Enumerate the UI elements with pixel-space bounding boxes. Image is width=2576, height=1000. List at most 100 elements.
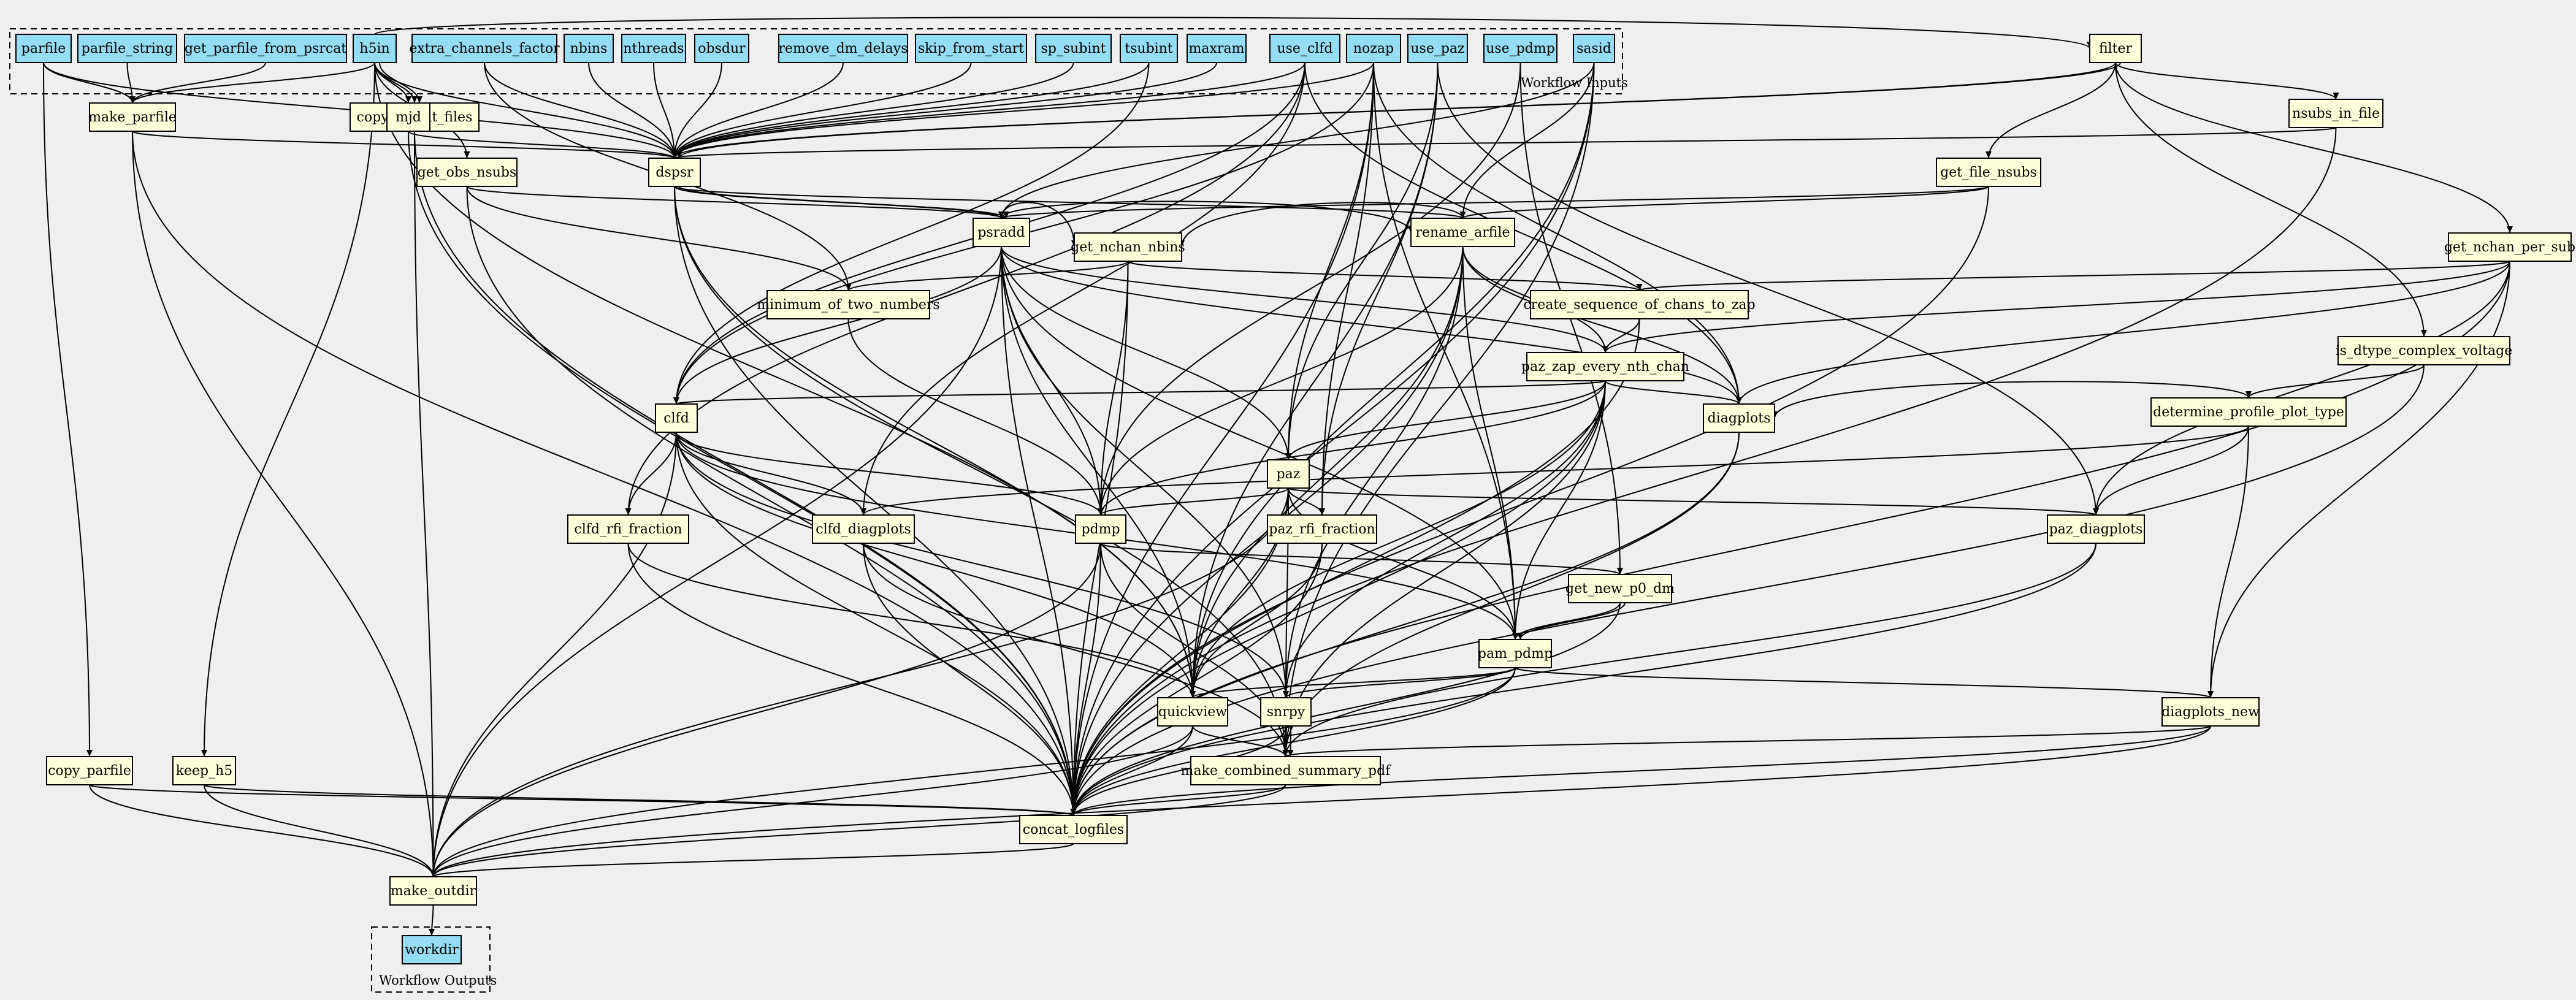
node-label-get-file-nsubs: get_file_nsubs bbox=[1940, 165, 2037, 180]
node-concat-logfiles: concat_logfiles bbox=[1019, 815, 1128, 844]
edge-obsdur-to-dspsr bbox=[671, 62, 722, 159]
node-obsdur: obsdur bbox=[694, 34, 749, 63]
edge-h5in-to-mjd bbox=[374, 62, 411, 104]
edge-use-clfd-to-clfd-rfi-fraction bbox=[625, 62, 1305, 516]
edge-use-clfd-to-clfd-diagplots bbox=[860, 62, 1305, 516]
edge-nthreads-to-dspsr bbox=[653, 62, 678, 159]
edge-filter-to-nsubs-in-file bbox=[2115, 62, 2339, 100]
edge-get-nchan-per-sub-to-paz-diagplots bbox=[2093, 261, 2510, 516]
edge-h5in-to-make-parfile bbox=[129, 62, 375, 104]
node-label-nthreads: nthreads bbox=[623, 41, 684, 56]
edge-make-parfile-to-dspsr bbox=[132, 131, 678, 159]
node-get-parfile-from-psrcat: get_parfile_from_psrcat bbox=[184, 34, 347, 63]
node-box-obsdur bbox=[694, 34, 749, 63]
node-box-get-obs-nsubs bbox=[416, 158, 518, 187]
edge-rename-arfile-to-pdmp bbox=[1098, 246, 1464, 516]
edge-paz-zap-every-nth-chan-to-diagplots bbox=[1605, 380, 1742, 405]
node-box-paz-diagplots bbox=[2047, 514, 2145, 544]
node-get-nchan-per-sub: get_nchan_per_sub bbox=[2444, 232, 2575, 262]
edge-determine-profile-plot-type-to-diagplots-new bbox=[2207, 426, 2249, 698]
edge-paz-to-concat-logfiles bbox=[1070, 487, 1289, 816]
edge-psradd-to-concat-logfiles bbox=[1001, 246, 1077, 816]
edge-clfd-to-pdmp bbox=[676, 432, 1104, 516]
node-psradd: psradd bbox=[973, 218, 1030, 247]
edge-h5in-to-keep-h5 bbox=[201, 62, 375, 757]
node-box-get-new-p0-dm bbox=[1568, 574, 1672, 603]
edge-sasid-to-rename-arfile bbox=[1459, 62, 1595, 219]
node-label-mjd: mjd bbox=[396, 110, 421, 125]
node-nthreads: nthreads bbox=[621, 34, 686, 63]
edge-snrpy-to-concat-logfiles bbox=[1070, 725, 1286, 816]
node-label-sasid: sasid bbox=[1577, 41, 1611, 56]
edge-nozap-to-dspsr bbox=[671, 62, 1374, 159]
edge-nbins-to-dspsr bbox=[588, 62, 678, 159]
edge-psradd-to-diagplots bbox=[1001, 246, 1742, 405]
edge-dspsr-to-rename-arfile bbox=[674, 186, 1466, 219]
edge-get-nchan-nbins-to-pdmp bbox=[1098, 261, 1129, 516]
node-sp-subint: sp_subint bbox=[1035, 34, 1112, 63]
node-extra-channels-factor: extra_channels_factor bbox=[409, 34, 560, 63]
edge-keep-h5-to-concat-logfiles bbox=[204, 784, 1076, 816]
node-box-is-dtype-complex-voltage bbox=[2337, 336, 2510, 365]
edge-pam-pdmp-to-make-outdir bbox=[430, 667, 1516, 877]
node-label-parfile-string: parfile_string bbox=[82, 41, 173, 56]
edge-diagplots-new-to-make-combined-summary-pdf bbox=[1283, 725, 2211, 757]
node-label-diagplots-new: diagplots_new bbox=[2161, 704, 2260, 720]
node-box-h5in bbox=[353, 34, 397, 63]
cluster-workflow-outputs-label: Workflow Outputs bbox=[379, 973, 497, 988]
edge-use-paz-to-quickview bbox=[1190, 62, 1439, 698]
edge-use-paz-to-paz-diagplots bbox=[1437, 62, 2099, 516]
node-box-get-nchan-per-sub bbox=[2448, 232, 2572, 262]
clusters-layer: Workflow Inputs Workflow Outputs bbox=[9, 28, 1628, 993]
node-label-snrpy: snrpy bbox=[1267, 704, 1305, 720]
node-label-use-pdmp: use_pdmp bbox=[1486, 41, 1555, 56]
edge-dspsr-to-concat-logfiles bbox=[674, 186, 1077, 816]
edge-get-file-nsubs-to-psradd bbox=[998, 186, 1989, 219]
edge-pam-pdmp-to-diagplots-new bbox=[1515, 667, 2214, 698]
edge-is-dtype-complex-voltage-to-concat-logfiles bbox=[1070, 364, 2425, 816]
node-label-minimum-of-two-numbers: minimum_of_two_numbers bbox=[757, 297, 939, 313]
edge-diagplots-to-make-combined-summary-pdf bbox=[1282, 432, 1740, 757]
node-box-nsubs-in-file bbox=[2288, 99, 2383, 128]
edge-filter-to-get-nchan-per-sub bbox=[2115, 62, 2513, 234]
edge-get-parfile-from-psrcat-to-make-parfile bbox=[129, 62, 266, 104]
edge-keep-h5-to-make-outdir bbox=[204, 784, 437, 877]
node-box-make-outdir bbox=[389, 876, 477, 906]
edge-paz-zap-every-nth-chan-to-quickview bbox=[1190, 380, 1606, 698]
node-label-nozap: nozap bbox=[1353, 41, 1394, 56]
edge-parfile-to-make-parfile bbox=[43, 62, 136, 104]
edge-psradd-to-make-outdir bbox=[430, 246, 1002, 877]
edge-mjd-to-concat-logfiles bbox=[408, 131, 1077, 816]
node-label-maxram: maxram bbox=[1189, 41, 1245, 56]
node-box-nthreads bbox=[621, 34, 686, 63]
edge-pam-pdmp-to-concat-logfiles bbox=[1070, 667, 1516, 816]
node-dspsr: dspsr bbox=[648, 158, 701, 187]
node-label-make-parfile: make_parfile bbox=[88, 110, 177, 125]
edge-get-nchan-per-sub-to-diagplots bbox=[1736, 261, 2510, 405]
edge-clfd-to-clfd-diagplots bbox=[676, 432, 866, 516]
cluster-workflow-inputs-label: Workflow Inputs bbox=[1521, 75, 1628, 90]
node-label-h5in: h5in bbox=[359, 41, 389, 56]
node-label-make-outdir: make_outdir bbox=[391, 884, 476, 899]
node-label-paz: paz bbox=[1277, 467, 1301, 482]
edge-paz-diagplots-to-concat-logfiles bbox=[1070, 543, 2096, 816]
node-box-diagplots bbox=[1703, 403, 1775, 433]
edge-sasid-to-psradd bbox=[998, 62, 1595, 219]
edge-paz-to-paz-rfi-fraction bbox=[1288, 487, 1325, 516]
cluster-workflow-inputs-frame bbox=[9, 28, 1623, 94]
node-box-sp-subint bbox=[1035, 34, 1112, 63]
edge-determine-profile-plot-type-to-diagplots bbox=[1771, 381, 2249, 419]
edge-paz-to-paz-diagplots bbox=[1288, 487, 2099, 516]
edge-sasid-to-quickview bbox=[1190, 62, 1595, 698]
node-get-file-nsubs: get_file_nsubs bbox=[1936, 158, 2041, 187]
edge-is-dtype-complex-voltage-to-determine-profile-plot-type bbox=[2245, 364, 2425, 399]
edge-get-nchan-per-sub-to-paz-zap-every-nth-chan bbox=[1602, 261, 2510, 353]
node-box-make-parfile bbox=[89, 102, 176, 132]
edge-diagplots-new-to-concat-logfiles bbox=[1070, 725, 2211, 816]
node-use-clfd: use_clfd bbox=[1269, 34, 1340, 63]
edge-dspsr-to-psradd bbox=[679, 186, 1009, 219]
node-label-get-new-p0-dm: get_new_p0_dm bbox=[1565, 581, 1675, 597]
edge-nozap-to-diagplots bbox=[1373, 62, 1742, 405]
node-label-filter: filter bbox=[2099, 41, 2133, 56]
edge-rename-arfile-to-get-nchan-nbins bbox=[1179, 202, 1464, 248]
